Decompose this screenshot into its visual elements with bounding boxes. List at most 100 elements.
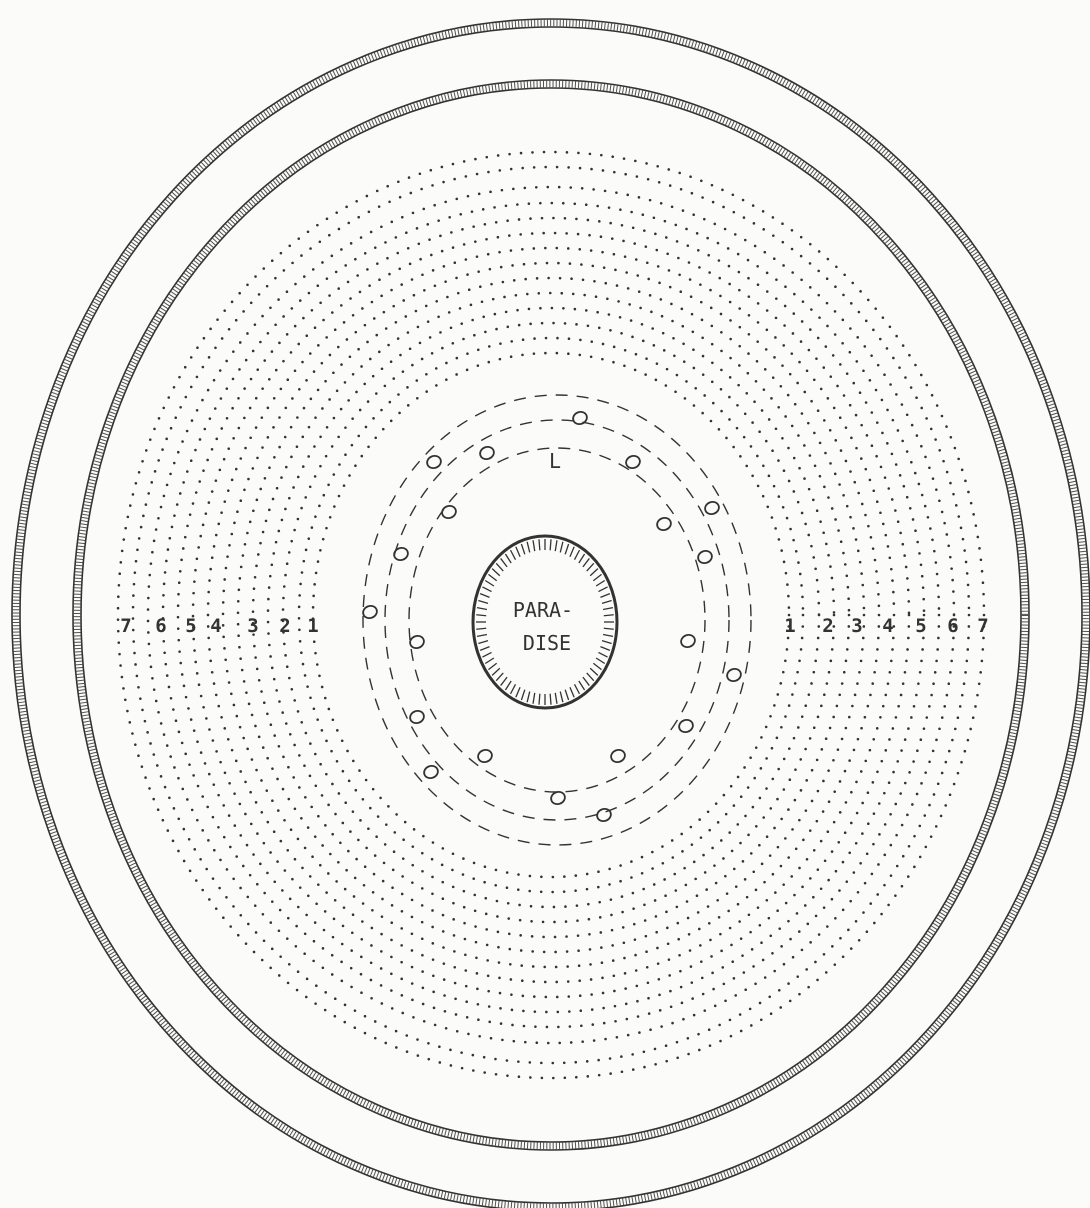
- right-ring-labels: 1 2 3 4 5 6 7: [784, 615, 988, 637]
- paradise-hatch-mark: [593, 574, 601, 580]
- paradise-hatch-mark: [603, 608, 613, 610]
- paradise-hatch-mark: [598, 587, 607, 592]
- paradise-hatch-mark: [521, 544, 524, 554]
- left-label-5: 5: [185, 615, 196, 637]
- paradise-core: PARA- DISE: [473, 536, 617, 708]
- paradise-hatch-mark: [480, 647, 489, 651]
- paradise-hatch-mark: [555, 540, 557, 551]
- paradise-hatch-mark: [570, 687, 574, 697]
- paradise-hatch-mark: [477, 635, 487, 637]
- paradise-hatch-mark: [596, 581, 605, 587]
- left-label-3: 3: [247, 615, 258, 637]
- paradise-hatch-mark: [602, 641, 612, 644]
- paradise-hatch-mark: [590, 668, 598, 675]
- left-label-4: 4: [210, 615, 221, 637]
- inner-sphere-15: [677, 718, 694, 734]
- inner-sphere-11: [408, 634, 425, 650]
- paradise-hatch-mark: [539, 694, 540, 705]
- right-label-2: 2: [822, 615, 833, 637]
- paradise-hatch-mark: [565, 544, 568, 554]
- paradise-hatch-mark: [533, 540, 535, 551]
- paradise-hatch-mark: [476, 615, 486, 616]
- paradise-hatch-mark: [527, 692, 530, 703]
- paradise-hatch-mark: [587, 673, 594, 681]
- paradise-hatch-mark: [587, 563, 594, 571]
- paradise-label-line1: PARA-: [513, 598, 573, 622]
- inner-sphere-17: [609, 748, 626, 764]
- paradise-hatch-mark: [550, 694, 551, 705]
- inner-sphere-18: [422, 764, 439, 780]
- paradise-hatch-mark: [485, 658, 494, 664]
- paradise-hatch-mark: [603, 635, 613, 637]
- paradise-hatch-mark: [596, 658, 605, 664]
- paradise-hatch-mark: [555, 693, 557, 704]
- paradise-hatch-mark: [501, 677, 507, 685]
- paradise-hatch-mark: [521, 690, 524, 700]
- paradise-hatch-mark: [492, 668, 500, 675]
- paradise-hatch-mark: [560, 542, 563, 553]
- inner-mark: L: [549, 449, 561, 473]
- inner-sphere-7: [703, 500, 720, 516]
- paradise-hatch-mark: [482, 652, 491, 657]
- paradise-hatch-mark: [476, 628, 486, 629]
- paradise-hatch-mark: [598, 652, 607, 657]
- paradise-hatch-mark: [583, 677, 589, 685]
- left-label-7: 7: [120, 615, 131, 637]
- paradise-hatch-mark: [560, 692, 563, 703]
- paradise-hatch-mark: [579, 554, 585, 563]
- paradise-hatch-mark: [570, 547, 574, 557]
- paradise-hatch-mark: [604, 628, 614, 629]
- right-label-3: 3: [851, 615, 862, 637]
- paradise-hatch-mark: [539, 539, 540, 550]
- inner-sphere-2: [425, 454, 442, 470]
- paradise-hatch-mark: [485, 581, 494, 587]
- paradise-hatch-mark: [511, 684, 516, 694]
- left-label-1: 1: [307, 615, 318, 637]
- paradise-label-line2: DISE: [523, 631, 571, 655]
- paradise-hatch-mark: [488, 574, 496, 580]
- inner-sphere-12: [679, 633, 696, 649]
- paradise-hatch-mark: [527, 542, 530, 553]
- paradise-hatch-mark: [511, 550, 516, 560]
- paradise-hatch-mark: [604, 615, 614, 616]
- paradise-hatch-mark: [477, 608, 487, 610]
- paradise-hatch-mark: [496, 563, 503, 571]
- paradise-hatch-mark: [583, 558, 589, 566]
- paradise-hatch-mark: [482, 587, 491, 592]
- left-label-2: 2: [279, 615, 290, 637]
- inner-sphere-6: [655, 516, 672, 532]
- inner-sphere-13: [725, 667, 742, 683]
- paradise-hatch-mark: [492, 569, 500, 576]
- paradise-hatch-mark: [478, 601, 488, 604]
- inner-sphere-5: [440, 504, 457, 520]
- paradise-hatch-mark: [480, 594, 489, 598]
- paradise-hatch: [476, 539, 614, 705]
- right-label-6: 6: [947, 615, 958, 637]
- paradise-hatch-mark: [575, 550, 580, 560]
- paradise-hatch-mark: [593, 663, 601, 669]
- inner-sphere-8: [392, 546, 409, 562]
- paradise-hatch-mark: [600, 594, 609, 598]
- inner-sphere-9: [696, 549, 713, 565]
- inner-sphere-3: [478, 445, 495, 461]
- inner-sphere-14: [408, 709, 425, 725]
- paradise-hatch-mark: [505, 554, 511, 563]
- paradise-hatch-mark: [600, 647, 609, 651]
- paradise-hatch-mark: [565, 690, 568, 700]
- paradise-hatch-mark: [505, 681, 511, 690]
- left-label-6: 6: [155, 615, 166, 637]
- paradise-hatch-mark: [579, 681, 585, 690]
- right-label-5: 5: [915, 615, 926, 637]
- right-label-4: 4: [882, 615, 893, 637]
- paradise-hatch-mark: [516, 687, 520, 697]
- left-ring-labels: 7 6 5 4 3 2 1: [120, 615, 318, 637]
- paradise-hatch-mark: [590, 569, 598, 576]
- paradise-hatch-mark: [533, 693, 535, 704]
- right-label-7: 7: [977, 615, 988, 637]
- paradise-hatch-mark: [550, 539, 551, 550]
- paradise-hatch-mark: [501, 558, 507, 566]
- paradise-hatch-mark: [602, 601, 612, 604]
- paradise-hatch-mark: [516, 547, 520, 557]
- paradise-hatch-mark: [478, 641, 488, 644]
